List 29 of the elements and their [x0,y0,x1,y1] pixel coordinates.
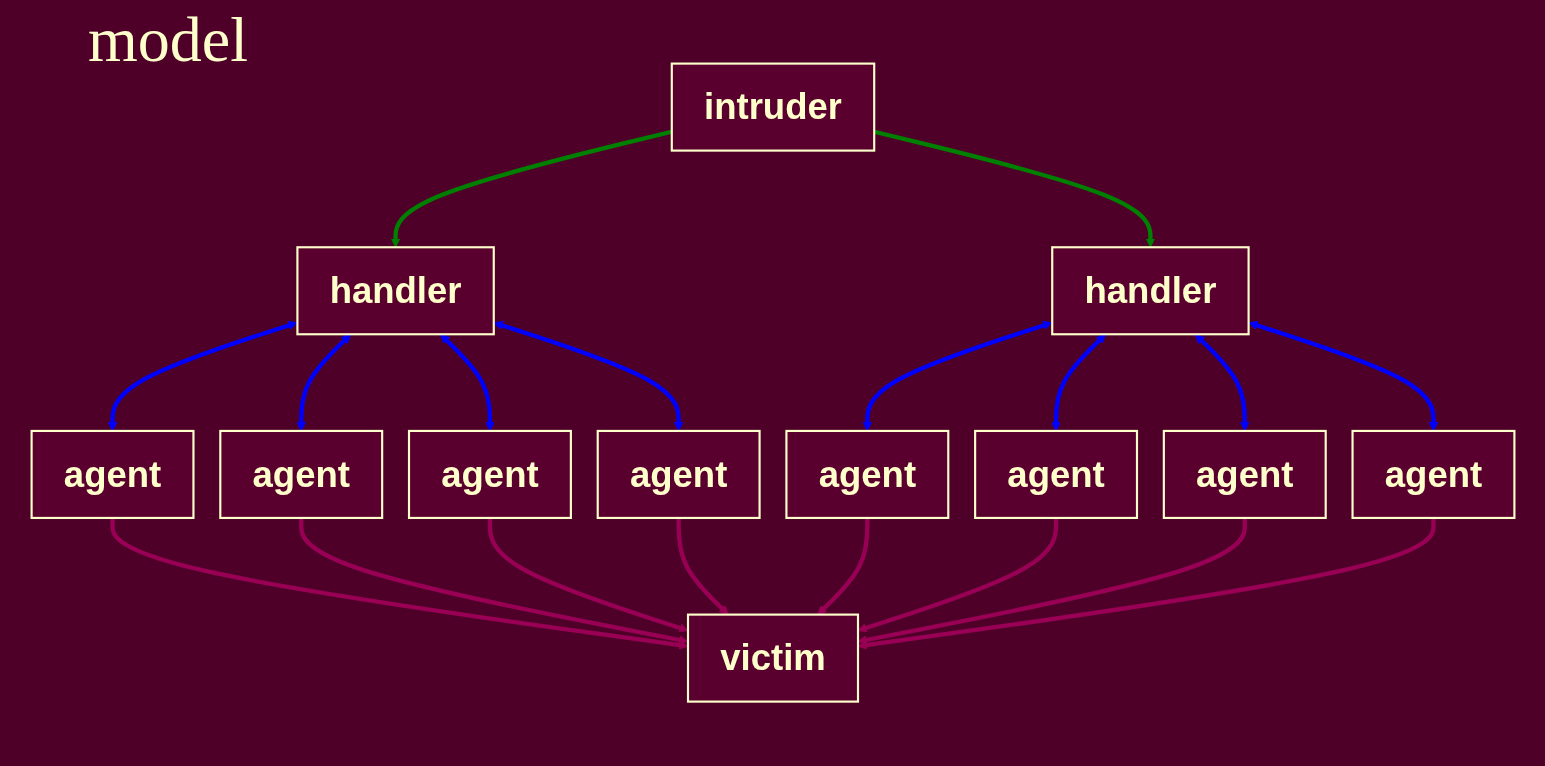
arrow [439,334,495,432]
arrow [862,321,1052,432]
arrow [107,321,297,432]
arrow [1194,334,1249,432]
arrow [857,518,1247,645]
arrow [1050,334,1106,432]
node-box: handler [1050,246,1250,336]
arrow [493,321,683,432]
arrow [487,518,688,633]
node-box: victim [686,613,859,704]
arrow [857,518,1058,633]
arrow [298,518,688,645]
node-box: agent [1162,430,1327,520]
slide-title: model [88,3,248,77]
arrow [676,518,729,616]
arrow [1248,321,1438,432]
node-box: agent [973,430,1138,520]
arrow [296,334,351,432]
arrow [816,518,869,616]
node-box: intruder [670,62,875,153]
node-box: agent [784,430,949,520]
node-box: agent [596,430,761,520]
node-box: agent [407,430,572,520]
arrow [857,518,1436,651]
node-box: agent [30,430,195,520]
node-box: handler [295,246,495,336]
arrow [109,518,688,651]
node-box: agent [218,430,383,520]
node-box: agent [1350,430,1515,520]
